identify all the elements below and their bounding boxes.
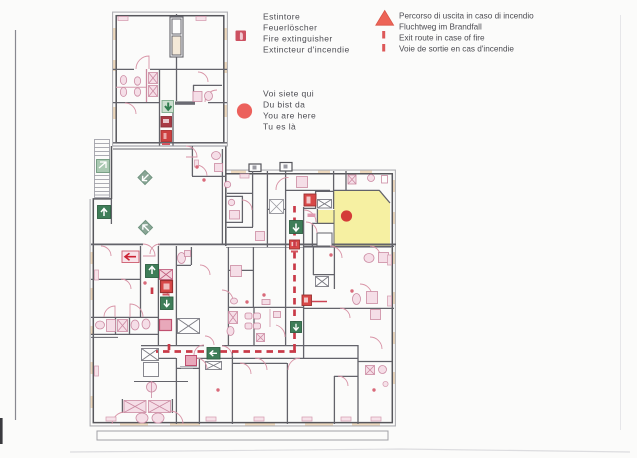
svg-text:Extincteur d'incendie: Extincteur d'incendie: [263, 45, 350, 55]
svg-text:Estintore: Estintore: [263, 12, 300, 22]
svg-text:Tu es là: Tu es là: [263, 122, 296, 132]
svg-text:Voi siete qui: Voi siete qui: [263, 89, 314, 99]
svg-text:Du bist da: Du bist da: [263, 100, 305, 110]
svg-text:Fluchtweg im Brandfall: Fluchtweg im Brandfall: [399, 23, 482, 32]
svg-text:Voie de sortie en cas d'incend: Voie de sortie en cas d'incendie: [399, 45, 514, 54]
svg-text:Fire extinguisher: Fire extinguisher: [263, 34, 333, 44]
svg-text:Exit route in case of fire: Exit route in case of fire: [399, 34, 485, 43]
svg-text:Percorso di uscita in caso di: Percorso di uscita in caso di incendio: [399, 12, 534, 21]
svg-text:You are here: You are here: [263, 111, 316, 121]
svg-text:Feuerlöscher: Feuerlöscher: [263, 23, 317, 33]
